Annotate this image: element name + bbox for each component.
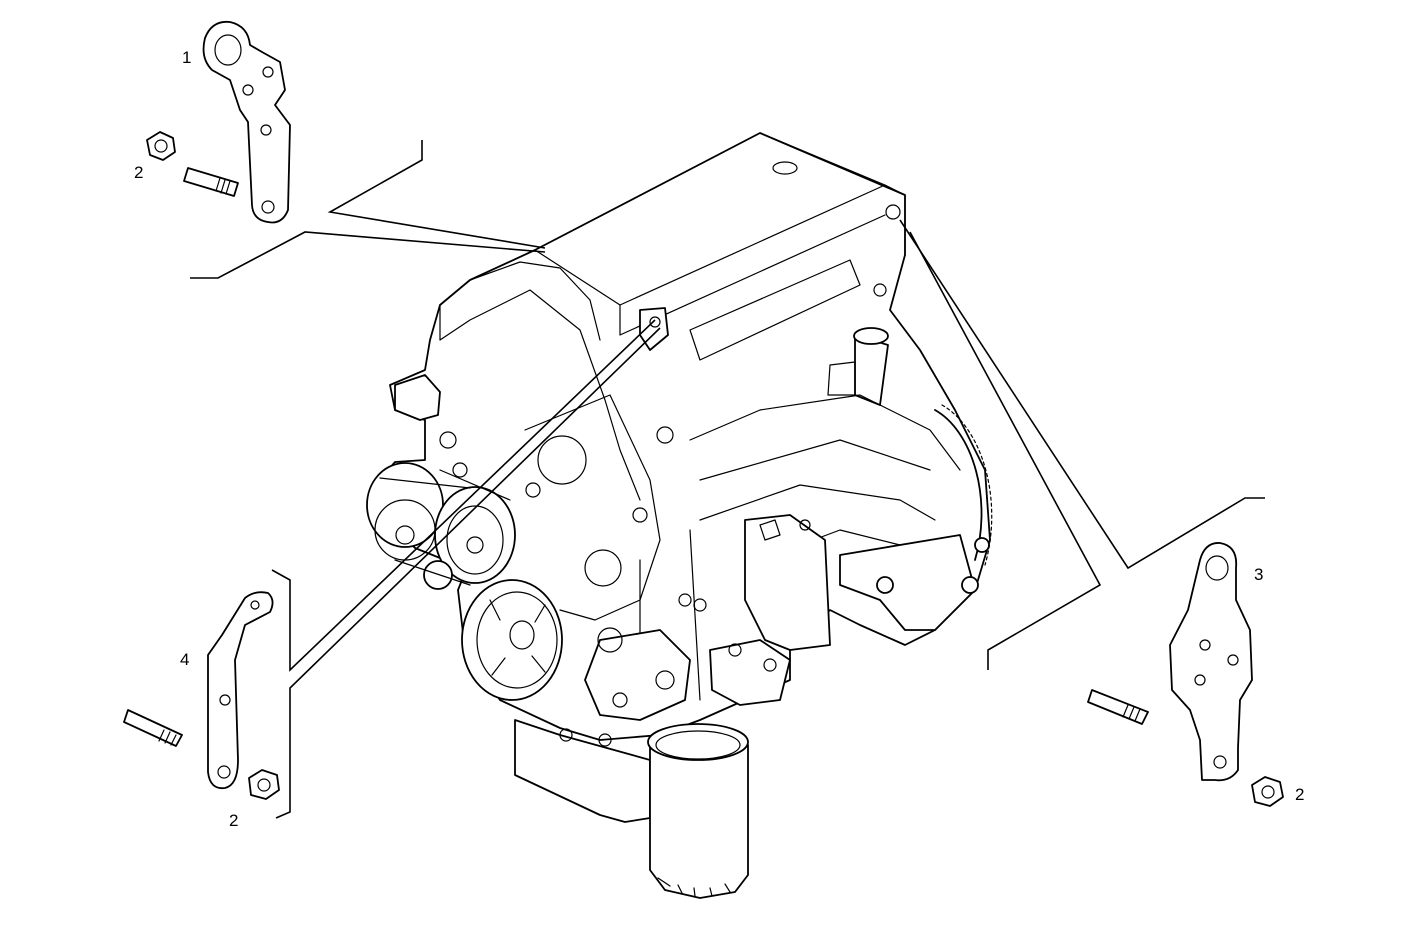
nut-part-2-right (1251, 776, 1284, 807)
nut-part-2-bottom (248, 769, 280, 800)
stud-top (183, 167, 239, 197)
bracket-part-3 (1169, 542, 1253, 782)
bracket-part-4 (207, 591, 274, 790)
stud-right (1087, 689, 1149, 725)
callout-2-top: 2 (134, 163, 143, 182)
callout-1: 1 (182, 48, 191, 67)
engine-assembly (366, 132, 993, 899)
leader-lines (190, 140, 1265, 819)
callout-3: 3 (1254, 565, 1263, 584)
bracket-part-1 (202, 20, 291, 224)
callout-2-bottom: 2 (229, 811, 238, 830)
nut-part-2-top (146, 131, 176, 161)
callout-4: 4 (180, 650, 189, 669)
callout-2-right: 2 (1295, 785, 1304, 804)
stud-left (123, 709, 183, 747)
